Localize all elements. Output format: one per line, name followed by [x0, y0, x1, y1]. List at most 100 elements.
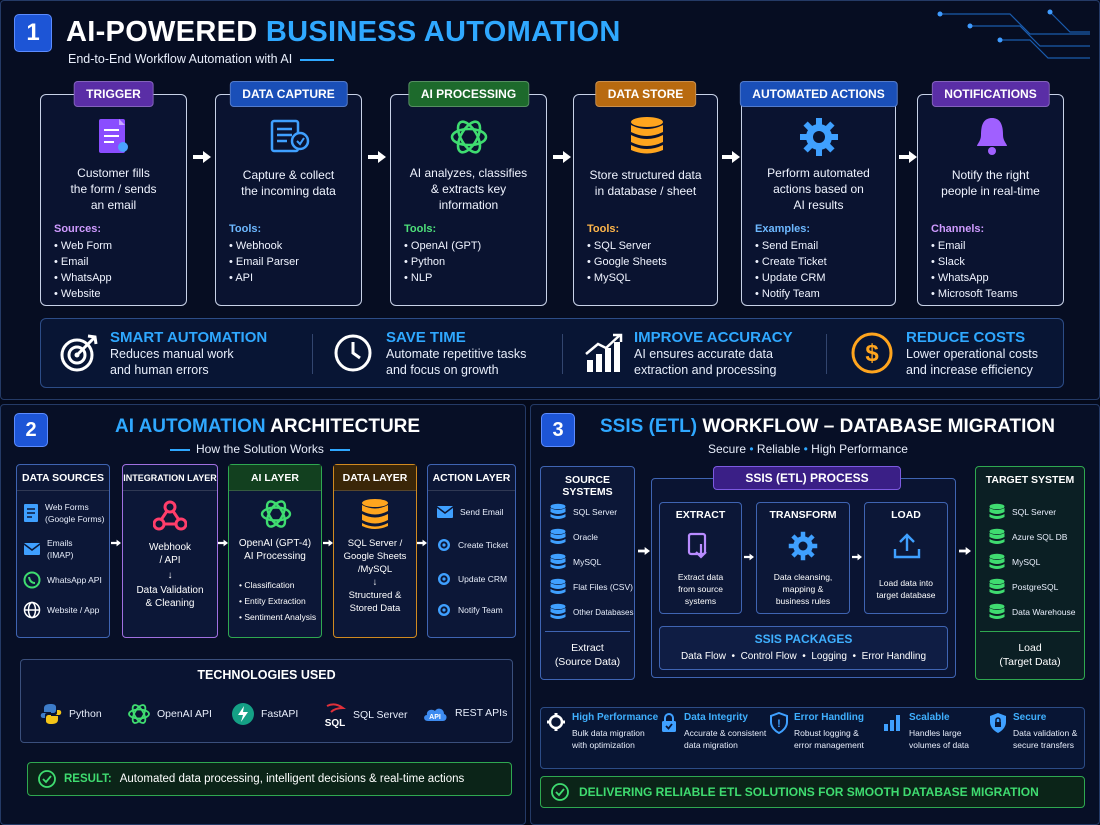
flow-arrow — [111, 539, 121, 547]
fastapi-icon — [232, 703, 254, 725]
database-icon — [989, 603, 1005, 619]
flow-arrow — [218, 539, 228, 547]
check-circle-icon — [38, 770, 56, 788]
ai-layer-column: AI LAYER OpenAI (GPT-4)AI Processing • C… — [228, 464, 322, 638]
circuit-decoration — [937, 9, 1090, 59]
etl-footer-banner: DELIVERING RELIABLE ETL SOLUTIONS FOR SM… — [540, 776, 1085, 808]
section-title: SSIS (ETL) WORKFLOW – DATABASE MIGRATION — [600, 416, 1055, 437]
svg-text:$: $ — [865, 340, 879, 367]
gear-icon — [547, 713, 565, 731]
gear-icon — [438, 539, 450, 551]
sources-list: Sources:• Web Form• Email• WhatsApp• Web… — [54, 223, 113, 300]
section-subtitle: Secure • Reliable • High Performance — [708, 442, 908, 456]
database-icon — [550, 578, 566, 594]
flow-arrow — [553, 151, 571, 163]
database-icon — [631, 117, 663, 154]
step-tag: AI PROCESSING — [407, 81, 530, 107]
data-layer-column: DATA LAYER SQL Server /Google Sheets/MyS… — [333, 464, 417, 638]
features-bar — [540, 707, 1085, 769]
divider — [562, 334, 563, 374]
step-tag: NOTIFICATIONS — [931, 81, 1050, 107]
database-icon — [550, 603, 566, 619]
step-card-ai-processing: AI PROCESSING AI analyzes, classifies& e… — [390, 81, 547, 306]
divider — [826, 334, 827, 374]
tools-list: Tools:• OpenAI (GPT)• Python• NLP — [404, 223, 482, 284]
benefits-bar — [40, 318, 1064, 388]
database-icon — [989, 553, 1005, 569]
api-cloud-icon: API — [424, 708, 447, 721]
python-icon — [40, 704, 62, 724]
dollar-coin-icon: $ — [851, 332, 893, 374]
openai-icon — [260, 500, 292, 528]
flow-arrow — [368, 151, 386, 163]
shield-lock-icon — [990, 713, 1006, 733]
section-subtitle: How the Solution Works — [170, 442, 350, 456]
channels-list: Channels:• Email• Slack• WhatsApp• Micro… — [931, 223, 1018, 300]
database-icon — [362, 499, 388, 529]
webhook-icon — [153, 500, 187, 531]
openai-icon — [450, 120, 488, 154]
form-icon — [24, 504, 38, 522]
form-document-icon — [99, 119, 128, 153]
section-subtitle: End-to-End Workflow Automation with AI — [68, 52, 335, 66]
growth-chart-icon — [585, 333, 623, 372]
email-icon — [436, 506, 454, 518]
flow-arrow — [193, 151, 211, 163]
clock-icon — [334, 334, 372, 372]
check-circle-icon — [551, 783, 569, 801]
step-tag: DATA STORE — [594, 81, 697, 107]
ssis-process-header: SSIS (ETL) PROCESS — [713, 466, 901, 490]
globe-icon — [23, 601, 41, 619]
flow-arrow — [744, 553, 754, 561]
target-system-column: TARGET SYSTEM SQL Server Azure SQL DB My… — [975, 466, 1085, 680]
database-icon — [550, 528, 566, 544]
flow-arrow — [638, 547, 650, 555]
gear-icon — [788, 531, 818, 561]
database-icon — [989, 578, 1005, 594]
tools-list: Tools:• SQL Server• Google Sheets• MySQL — [587, 223, 667, 284]
action-layer-column: ACTION LAYER Send Email Create Ticket Up… — [427, 464, 516, 638]
extract-icon — [687, 532, 707, 559]
section-number-badge: 2 — [14, 413, 48, 447]
flow-arrow — [899, 151, 917, 163]
section-number-badge: 1 — [14, 14, 52, 52]
gear-icon — [438, 604, 450, 616]
data-capture-icon — [270, 119, 310, 153]
step-tag: AUTOMATED ACTIONS — [739, 81, 898, 107]
data-sources-column: DATA SOURCES Web Forms(Google Forms) Ema… — [16, 464, 110, 638]
flow-arrow — [417, 539, 427, 547]
etl-step-transform: TRANSFORM Data cleansing,mapping &busine… — [756, 502, 850, 614]
target-icon — [60, 334, 98, 372]
section-title: AI AUTOMATION ARCHITECTURE — [115, 416, 421, 437]
flow-arrow — [722, 151, 740, 163]
sql-server-icon: SQL — [325, 703, 347, 728]
svg-text:API: API — [429, 714, 441, 721]
upload-icon — [893, 533, 921, 559]
divider — [312, 334, 313, 374]
flow-arrow — [323, 539, 333, 547]
whatsapp-icon — [23, 571, 41, 589]
section-title: AI-POWERED BUSINESS AUTOMATION — [66, 16, 621, 48]
lock-icon — [662, 713, 676, 732]
bar-chart-icon — [884, 715, 900, 731]
bell-icon — [977, 118, 1007, 155]
email-icon — [23, 543, 41, 555]
database-icon — [989, 528, 1005, 544]
technologies-box: TECHNOLOGIES USED Python OpenAI API Fast… — [20, 659, 513, 743]
openai-icon — [128, 704, 150, 724]
ssis-packages-box: SSIS PACKAGES Data Flow • Control Flow •… — [659, 626, 948, 670]
database-icon — [550, 553, 566, 569]
